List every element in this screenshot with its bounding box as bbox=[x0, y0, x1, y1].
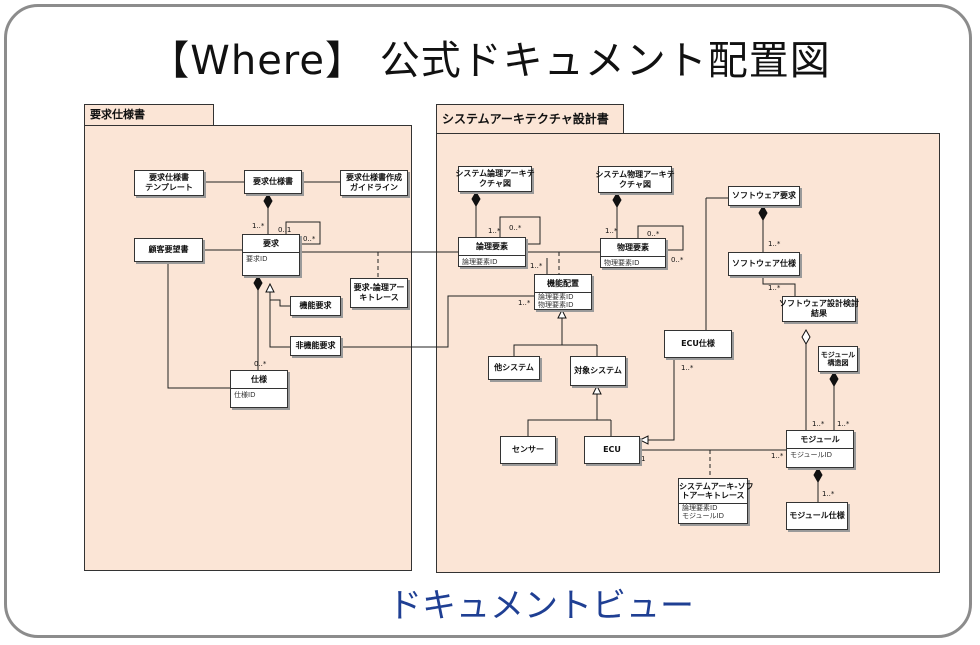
mult-5: 1..* bbox=[488, 227, 501, 235]
class-logical-element[interactable]: 論理要素 論理要素ID bbox=[458, 237, 526, 267]
class-spec[interactable]: 仕様 仕様ID bbox=[230, 370, 288, 408]
class-requirement[interactable]: 要求 要求ID bbox=[242, 234, 300, 276]
class-physical-element[interactable]: 物理要素 物理要素ID bbox=[600, 238, 666, 268]
class-physical-element-name: 物理要素 bbox=[601, 239, 665, 257]
class-template[interactable]: 要求仕様書 テンプレート bbox=[134, 170, 204, 196]
class-ecu[interactable]: ECU bbox=[584, 436, 640, 464]
mult-6: 0..* bbox=[509, 224, 522, 232]
class-module[interactable]: モジュール モジュールID bbox=[786, 430, 854, 468]
document-view-caption: ドキュメントビュー bbox=[388, 586, 694, 626]
class-nonfunctional[interactable]: 非機能要求 bbox=[290, 336, 341, 356]
class-guideline[interactable]: 要求仕様書作成 ガイドライン bbox=[340, 170, 408, 196]
mult-16: 1 bbox=[641, 455, 645, 463]
mult-11: 1..* bbox=[530, 262, 543, 270]
class-sw-design-result[interactable]: ソフトウェア設計検討 結果 bbox=[779, 296, 859, 322]
mult-19: 1..* bbox=[822, 490, 835, 498]
class-sys-sw-trace-name: システムアーキ-ソフ トアーキトレース bbox=[679, 479, 754, 505]
class-requirement-name: 要求 bbox=[243, 235, 299, 253]
class-module-attr: モジュールID bbox=[790, 451, 832, 459]
class-module-name: モジュール bbox=[787, 431, 853, 449]
class-target-system[interactable]: 対象システム bbox=[570, 356, 626, 386]
attr-physical-id: 物理要素ID bbox=[538, 300, 574, 309]
class-module-spec[interactable]: モジュール仕様 bbox=[786, 502, 848, 530]
class-ecu-spec[interactable]: ECU仕様 bbox=[664, 330, 732, 358]
mult-4: 0..* bbox=[254, 360, 267, 368]
mult-14: 1..* bbox=[812, 420, 825, 428]
package-requirements bbox=[84, 125, 412, 571]
mult-15: 1..* bbox=[837, 420, 850, 428]
mult-13: 1..* bbox=[768, 284, 781, 292]
class-spec-attr: 仕様ID bbox=[234, 391, 256, 399]
mult-7: 1..* bbox=[605, 227, 618, 235]
class-physical-element-attr: 物理要素ID bbox=[604, 259, 640, 267]
class-sensor[interactable]: センサー bbox=[500, 436, 556, 464]
class-spec-name: 仕様 bbox=[231, 371, 287, 389]
slide-title: 【Where】 公式ドキュメント配置図 bbox=[149, 38, 831, 84]
mult-1: 1..* bbox=[252, 222, 265, 230]
attr-module-id: モジュールID bbox=[682, 512, 724, 521]
class-physical-arch-diagram[interactable]: システム物理アーキテ クチャ図 bbox=[595, 166, 675, 193]
mult-12: 1..* bbox=[768, 240, 781, 248]
attr-logical-id: 論理要素ID bbox=[538, 293, 574, 301]
mult-18: 1..* bbox=[681, 364, 694, 372]
class-trace[interactable]: 要求-論理アー キトレース bbox=[350, 278, 408, 308]
mult-10: 1..* bbox=[518, 299, 531, 307]
class-req-spec[interactable]: 要求仕様書 bbox=[244, 170, 302, 194]
class-sw-spec[interactable]: ソフトウェア仕様 bbox=[728, 252, 800, 276]
class-customer-req[interactable]: 顧客要望書 bbox=[134, 238, 203, 262]
mult-3: 0..* bbox=[303, 235, 316, 243]
class-logical-arch-diagram[interactable]: システム論理アーキテ クチャ図 bbox=[455, 166, 535, 192]
mult-17: 1..* bbox=[771, 452, 784, 460]
mult-2: 0..1 bbox=[278, 226, 291, 234]
class-logical-element-attr: 論理要素ID bbox=[462, 258, 498, 266]
attr-logical-id: 論理要素ID bbox=[682, 504, 718, 513]
class-sw-requirement[interactable]: ソフトウェア要求 bbox=[728, 186, 800, 206]
class-module-structure[interactable]: モジュール構造図 bbox=[818, 346, 858, 372]
class-logical-element-name: 論理要素 bbox=[459, 238, 525, 256]
mult-8: 0..* bbox=[647, 230, 660, 238]
mult-9: 0..* bbox=[671, 256, 684, 264]
class-other-system[interactable]: 他システム bbox=[488, 356, 540, 380]
class-function-allocation-name: 機能配置 bbox=[535, 275, 591, 293]
class-functional[interactable]: 機能要求 bbox=[290, 296, 341, 316]
class-requirement-attr: 要求ID bbox=[246, 255, 268, 263]
